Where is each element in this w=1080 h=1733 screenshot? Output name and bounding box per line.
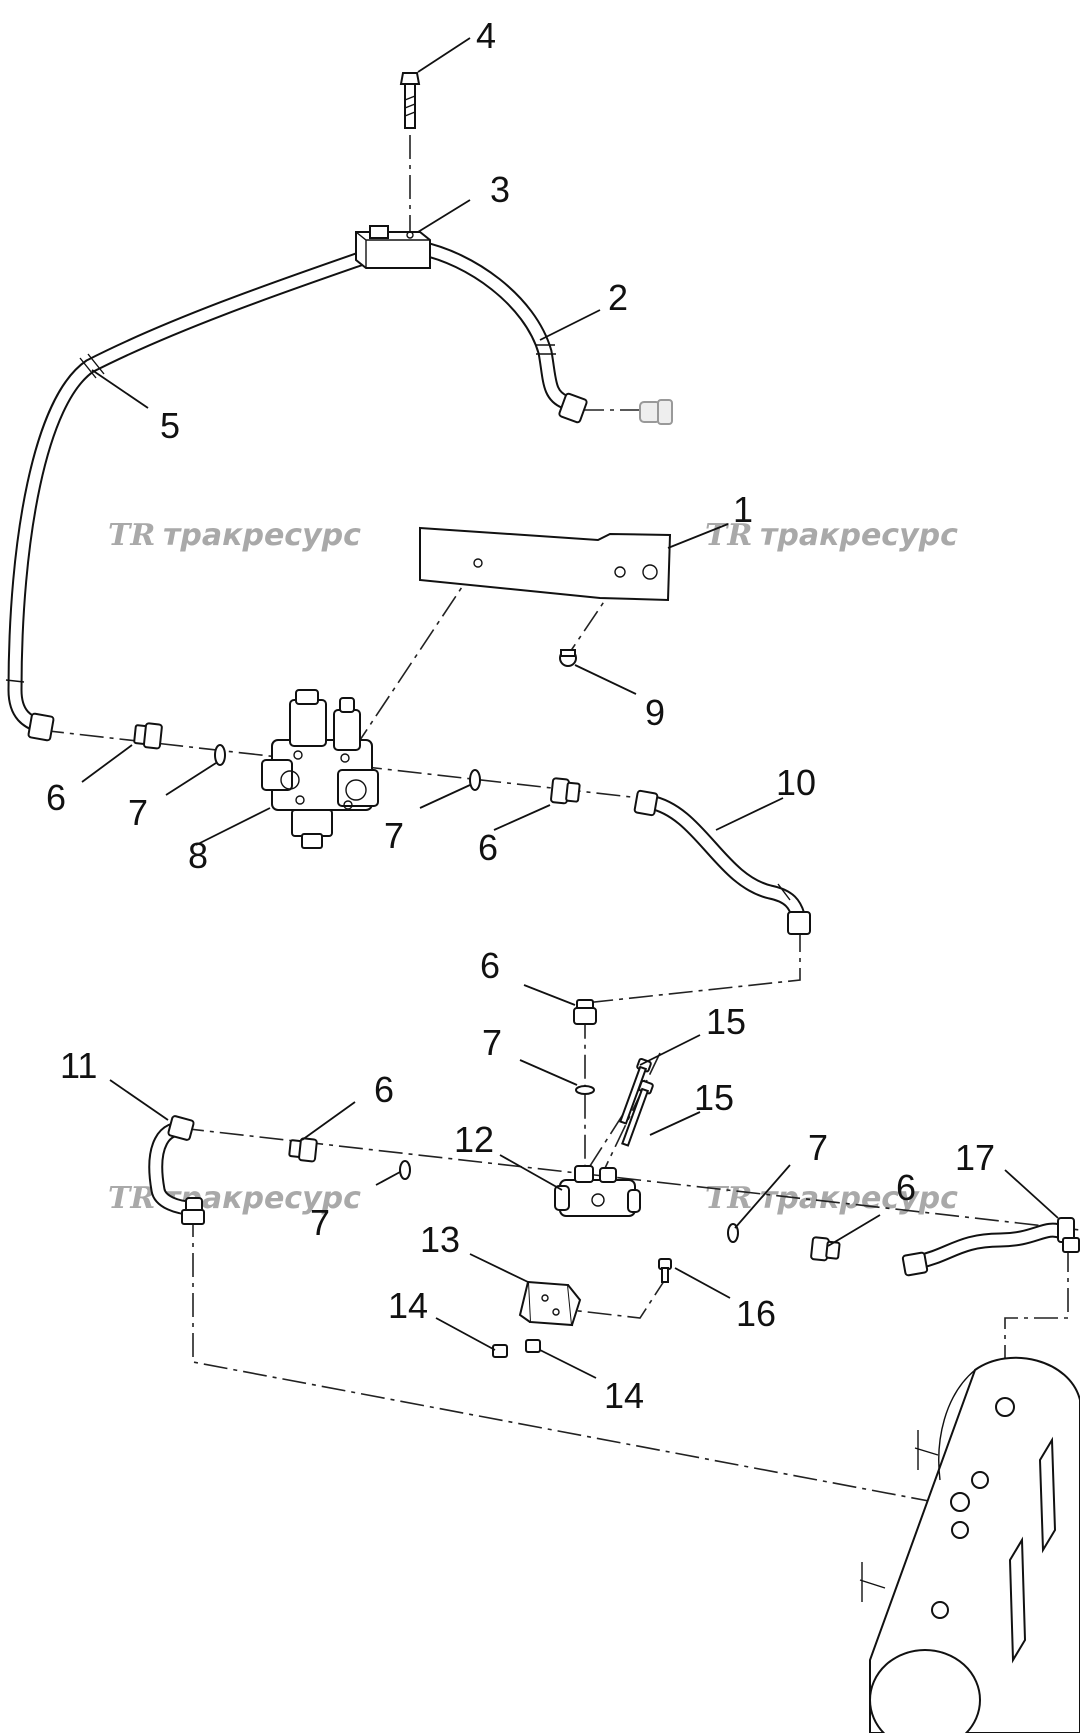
oring-7e bbox=[727, 1223, 739, 1243]
fitting-6d bbox=[288, 1137, 318, 1163]
leader-lines bbox=[81, 37, 1059, 1379]
callout-5: 5 bbox=[160, 405, 180, 446]
nut-14a bbox=[492, 1344, 508, 1358]
pressure-regulator-valve bbox=[261, 689, 379, 849]
callout-7c: 7 bbox=[482, 1022, 502, 1063]
watermark-text: тракресурс bbox=[163, 518, 361, 553]
valve-bracket bbox=[518, 1280, 582, 1327]
fitting-6c bbox=[573, 999, 597, 1025]
bolt-16 bbox=[658, 1258, 672, 1283]
relief-valve bbox=[554, 1165, 641, 1217]
clamp-block bbox=[355, 225, 431, 269]
watermark-logo: TR bbox=[108, 518, 155, 553]
watermark-logo: TR bbox=[705, 518, 752, 553]
callout-15b: 15 bbox=[694, 1077, 734, 1118]
watermark-logo: TR bbox=[108, 1181, 155, 1216]
watermark-logo: TR bbox=[705, 1181, 752, 1216]
callout-7a: 7 bbox=[128, 792, 148, 833]
callout-6d: 6 bbox=[374, 1069, 394, 1110]
oring-7a bbox=[214, 744, 226, 766]
watermark-text: тракресурс bbox=[760, 518, 958, 553]
callout-4: 4 bbox=[476, 15, 496, 56]
bolt bbox=[399, 72, 421, 129]
callout-12: 12 bbox=[454, 1119, 494, 1160]
callout-14b: 14 bbox=[604, 1375, 644, 1416]
hose-assembly-upper bbox=[5, 240, 673, 742]
mounting-bracket bbox=[419, 526, 672, 602]
callout-8: 8 bbox=[188, 835, 208, 876]
callout-13: 13 bbox=[420, 1219, 460, 1260]
callout-15a: 15 bbox=[706, 1001, 746, 1042]
callout-6a: 6 bbox=[46, 777, 66, 818]
hose-11 bbox=[148, 1115, 205, 1225]
watermark-bottom-right: TR тракресурс bbox=[705, 1181, 958, 1216]
oring-7c bbox=[575, 1085, 595, 1095]
hose-10 bbox=[633, 789, 811, 935]
air-tank bbox=[859, 1356, 1080, 1733]
watermark-top-left: TR тракресурс bbox=[108, 518, 361, 553]
oring-7b bbox=[469, 769, 481, 791]
callout-6c: 6 bbox=[480, 945, 500, 986]
watermark-top-right: TR тракресурс bbox=[705, 518, 958, 553]
bracket-bolt bbox=[559, 649, 577, 667]
callout-labels: 4 3 2 5 1 9 6 7 8 7 6 10 6 7 15 15 11 6 … bbox=[46, 15, 995, 1416]
hose-17 bbox=[901, 1217, 1080, 1277]
callout-7d: 7 bbox=[310, 1202, 330, 1243]
fitting-6a bbox=[133, 722, 163, 750]
callout-9: 9 bbox=[645, 692, 665, 733]
callout-7e: 7 bbox=[808, 1127, 828, 1168]
callout-6e: 6 bbox=[896, 1167, 916, 1208]
callout-11: 11 bbox=[60, 1045, 97, 1086]
callout-16: 16 bbox=[736, 1293, 776, 1334]
callout-10: 10 bbox=[776, 762, 816, 803]
callout-3: 3 bbox=[490, 169, 510, 210]
callout-17: 17 bbox=[955, 1137, 995, 1178]
callout-7b: 7 bbox=[384, 815, 404, 856]
watermark-text: тракресурс bbox=[760, 1181, 958, 1216]
bolt-15b bbox=[621, 1079, 654, 1147]
callout-1: 1 bbox=[733, 489, 753, 530]
fitting-6b bbox=[550, 777, 581, 805]
fitting-6e bbox=[810, 1236, 841, 1262]
callout-6b: 6 bbox=[478, 827, 498, 868]
oring-7d bbox=[399, 1160, 411, 1180]
nut-14b bbox=[525, 1339, 541, 1353]
callout-2: 2 bbox=[608, 277, 628, 318]
callout-14a: 14 bbox=[388, 1285, 428, 1326]
